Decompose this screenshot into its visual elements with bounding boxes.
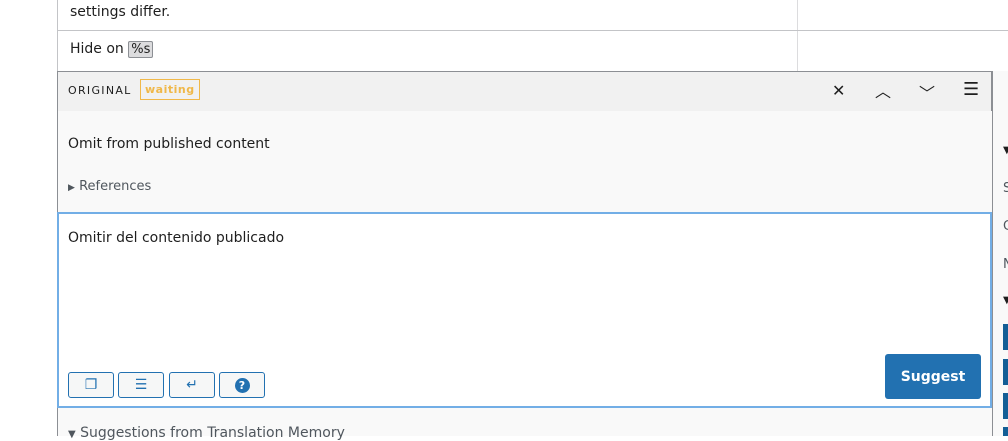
hide-on-row: Hide on %s bbox=[57, 31, 1008, 72]
references-label: References bbox=[79, 179, 152, 194]
sidebar-button[interactable] bbox=[1003, 359, 1008, 385]
sidebar-label: N bbox=[1003, 257, 1008, 272]
original-label: ORIGINAL bbox=[68, 84, 132, 97]
sidebar-button[interactable] bbox=[1003, 393, 1008, 419]
copy-icon: ❐ bbox=[84, 377, 98, 393]
indent-icon: ☰ bbox=[134, 377, 148, 393]
menu-icon[interactable]: ☰ bbox=[963, 79, 980, 100]
references-toggle[interactable]: ▶ References bbox=[68, 179, 151, 194]
help-button[interactable]: ? bbox=[219, 372, 265, 398]
status-badge: waiting bbox=[140, 79, 200, 100]
sidebar-button[interactable] bbox=[1003, 427, 1008, 436]
suggest-button[interactable]: Suggest bbox=[885, 354, 981, 399]
previous-row-text: settings differ. bbox=[70, 4, 171, 20]
help-icon: ? bbox=[234, 377, 250, 393]
hide-on-label: Hide on bbox=[70, 41, 124, 57]
copy-original-button[interactable]: ❐ bbox=[68, 372, 114, 398]
previous-row: settings differ. bbox=[57, 0, 1008, 31]
chevron-up-icon[interactable]: ︿ bbox=[875, 82, 892, 101]
chevron-down-icon[interactable]: ﹀ bbox=[919, 84, 936, 103]
placeholder-code: %s bbox=[128, 41, 154, 58]
triangle-down-icon: ▼ bbox=[68, 429, 76, 440]
sidebar-button[interactable] bbox=[1003, 324, 1008, 350]
meta-sidebar: ▼ S C N ▼ bbox=[992, 71, 1008, 436]
divider bbox=[797, 0, 798, 30]
insert-tab-button[interactable]: ☰ bbox=[118, 372, 164, 398]
triangle-right-icon: ▶ bbox=[68, 183, 75, 193]
sidebar-label: C bbox=[1003, 219, 1008, 234]
triangle-down-icon[interactable]: ▼ bbox=[1003, 295, 1008, 306]
divider bbox=[797, 31, 798, 71]
translation-text: Omitir del contenido publicado bbox=[68, 230, 285, 246]
close-icon[interactable]: ✕ bbox=[832, 81, 846, 100]
original-panel: Omit from published content ▶ References bbox=[57, 111, 992, 213]
editor-header: ORIGINAL waiting ✕ ︿ ﹀ ☰ bbox=[57, 71, 992, 112]
sidebar-label: S bbox=[1003, 181, 1008, 196]
suggestions-toggle[interactable]: ▼ Suggestions from Translation Memory bbox=[57, 408, 992, 441]
insert-newline-button[interactable]: ↵ bbox=[169, 372, 215, 398]
suggestions-label: Suggestions from Translation Memory bbox=[80, 425, 345, 441]
triangle-down-icon[interactable]: ▼ bbox=[1003, 145, 1008, 156]
original-text: Omit from published content bbox=[68, 136, 270, 152]
return-icon: ↵ bbox=[186, 377, 198, 393]
